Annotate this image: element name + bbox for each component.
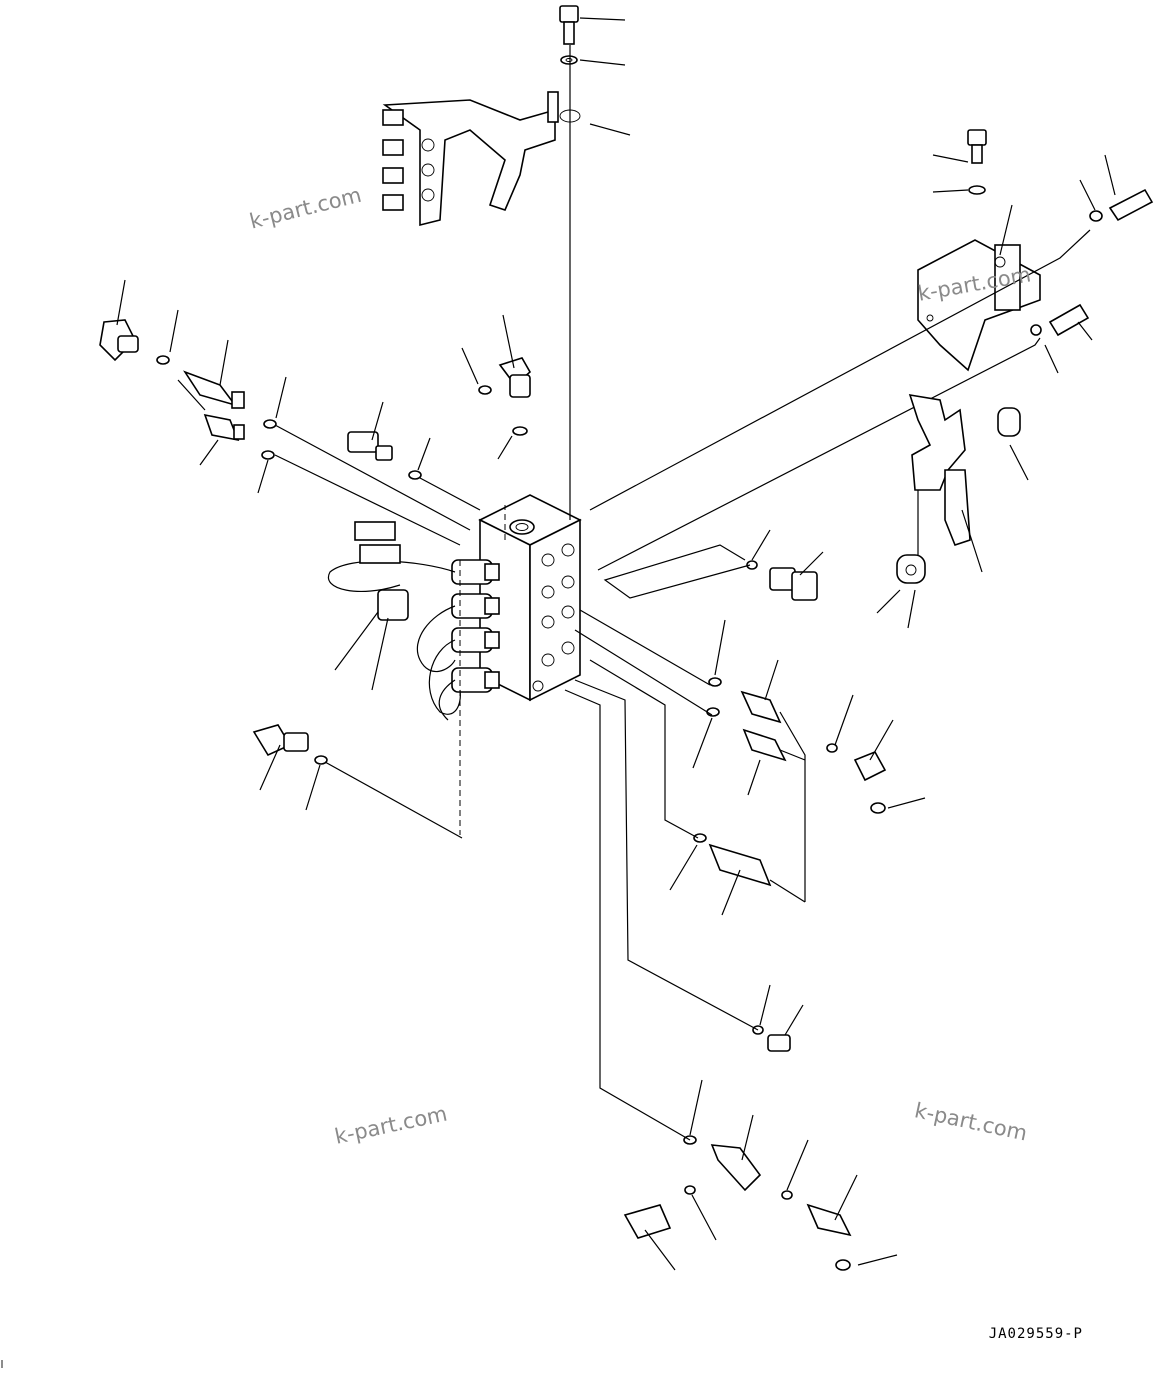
bracket-bolt [967,129,987,195]
elbow-fitting-left-top [99,279,179,365]
breather-fitting-right [603,529,824,601]
plug-right [574,679,804,1052]
valve-ports [532,543,575,692]
solenoid-valve-block [327,494,582,835]
adapters-right [574,609,806,902]
elbow-fitting-center-top [461,314,532,460]
sensor-left [347,401,481,511]
clamp-bracket-assembly [876,393,1029,629]
straight-adapter-left [177,339,245,466]
bottom-fittings [564,689,898,1271]
right-bracket-assembly [589,129,1154,571]
solenoid-coils [451,559,500,693]
drawing-code: JA029559-P [988,1326,1083,1342]
leader-connector [334,611,389,691]
top-bolt [559,5,579,65]
connector-bracket-tabs [382,109,435,211]
small-orings-left [257,376,471,546]
side-bolt-upper [1089,188,1154,222]
upper-bracket-assembly [382,5,631,520]
wire-harness [327,521,461,721]
clamp-upper [997,407,1021,437]
side-bolt-lower [1030,303,1090,337]
clamp-lower [896,554,926,584]
elbow-fitting-right [826,694,926,814]
long-adapter-right [589,659,806,916]
elbow-fitting-left-bottom [252,724,463,839]
